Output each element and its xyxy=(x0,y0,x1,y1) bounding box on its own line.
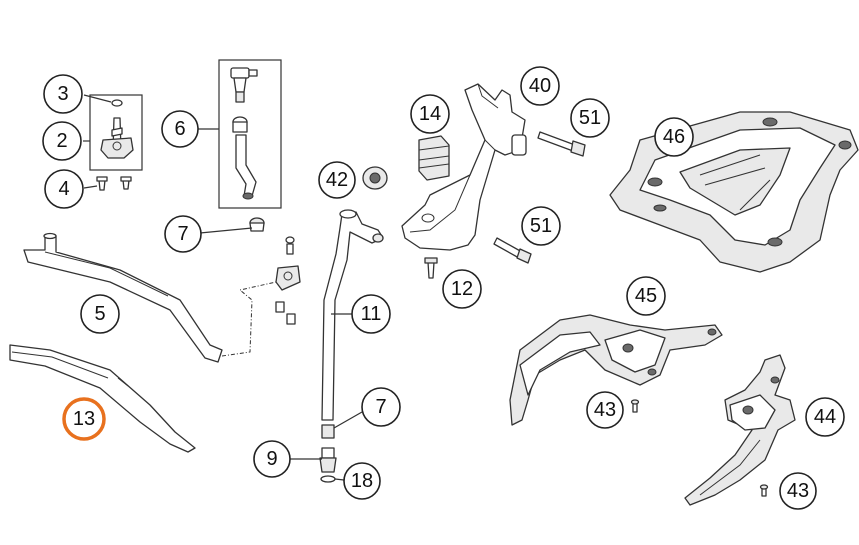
part-13-lower-bar[interactable] xyxy=(9,344,196,453)
part-42-nut[interactable] xyxy=(362,166,388,190)
svg-text:18: 18 xyxy=(351,470,373,492)
callout-51-lower[interactable]: 51 xyxy=(521,206,561,246)
svg-text:6: 6 xyxy=(174,118,185,140)
svg-text:13: 13 xyxy=(73,408,95,430)
part-40-bracket[interactable] xyxy=(401,83,527,251)
svg-text:46: 46 xyxy=(663,126,685,148)
part-43-screw-upper[interactable] xyxy=(630,399,640,413)
svg-text:11: 11 xyxy=(361,303,382,325)
callout-43-lower[interactable]: 43 xyxy=(779,472,817,510)
svg-text:7: 7 xyxy=(177,223,188,245)
svg-text:12: 12 xyxy=(451,278,473,300)
part-11-tube[interactable] xyxy=(321,209,384,421)
callout-46[interactable]: 46 xyxy=(654,117,694,157)
part-4-screws[interactable] xyxy=(96,176,132,191)
svg-text:43: 43 xyxy=(787,480,809,502)
svg-text:7: 7 xyxy=(375,396,386,418)
part-14-buffer[interactable] xyxy=(418,135,450,181)
svg-text:42: 42 xyxy=(326,169,348,191)
part-44-grab-handle[interactable] xyxy=(684,354,796,506)
callout-42[interactable]: 42 xyxy=(318,161,356,199)
callout-12[interactable]: 12 xyxy=(442,269,482,309)
svg-text:2: 2 xyxy=(56,130,67,152)
part-51-bolt-upper[interactable] xyxy=(537,131,586,157)
svg-text:5: 5 xyxy=(94,303,105,325)
callout-2[interactable]: 2 xyxy=(42,121,82,161)
svg-text:3: 3 xyxy=(57,83,68,105)
part-46-rack[interactable] xyxy=(609,111,859,273)
part-2-lever-assembly[interactable] xyxy=(89,94,143,171)
callout-6[interactable]: 6 xyxy=(161,110,199,148)
callout-45[interactable]: 45 xyxy=(626,276,666,316)
callout-11[interactable]: 11 xyxy=(351,294,391,334)
svg-text:43: 43 xyxy=(594,399,616,421)
callout-51-upper[interactable]: 51 xyxy=(570,98,610,138)
svg-text:40: 40 xyxy=(529,75,551,97)
callout-18[interactable]: 18 xyxy=(343,462,381,500)
part-45-grab-handle[interactable] xyxy=(509,314,723,426)
callout-3[interactable]: 3 xyxy=(43,74,83,114)
callout-7-lower[interactable]: 7 xyxy=(361,387,401,427)
callout-7-upper[interactable]: 7 xyxy=(164,215,202,253)
callout-44[interactable]: 44 xyxy=(805,397,845,437)
part-6-hose-fitting[interactable] xyxy=(218,59,282,209)
callout-9[interactable]: 9 xyxy=(253,440,291,478)
part-43-screw-lower[interactable] xyxy=(759,484,769,497)
svg-text:4: 4 xyxy=(58,178,69,200)
part-9-fitting[interactable] xyxy=(319,447,337,473)
callout-13[interactable]: 13 xyxy=(62,397,106,441)
part-fitting-center[interactable] xyxy=(275,236,301,325)
callout-43-upper[interactable]: 43 xyxy=(586,391,624,429)
callout-40[interactable]: 40 xyxy=(520,66,560,106)
part-7-cap-lower[interactable] xyxy=(321,424,335,439)
part-7-cap-upper[interactable] xyxy=(249,217,265,232)
svg-text:9: 9 xyxy=(266,448,277,470)
svg-text:44: 44 xyxy=(814,406,836,428)
part-12-screw[interactable] xyxy=(424,257,438,279)
part-51-bolt-lower[interactable] xyxy=(493,237,532,264)
callout-14[interactable]: 14 xyxy=(410,94,450,134)
callout-4[interactable]: 4 xyxy=(44,169,84,209)
part-18-oring[interactable] xyxy=(320,475,336,483)
callout-5[interactable]: 5 xyxy=(80,294,120,334)
svg-text:14: 14 xyxy=(419,103,441,125)
part-5-long-bar[interactable] xyxy=(23,232,223,363)
svg-text:51: 51 xyxy=(579,107,601,129)
svg-text:51: 51 xyxy=(530,215,552,237)
svg-text:45: 45 xyxy=(635,285,657,307)
